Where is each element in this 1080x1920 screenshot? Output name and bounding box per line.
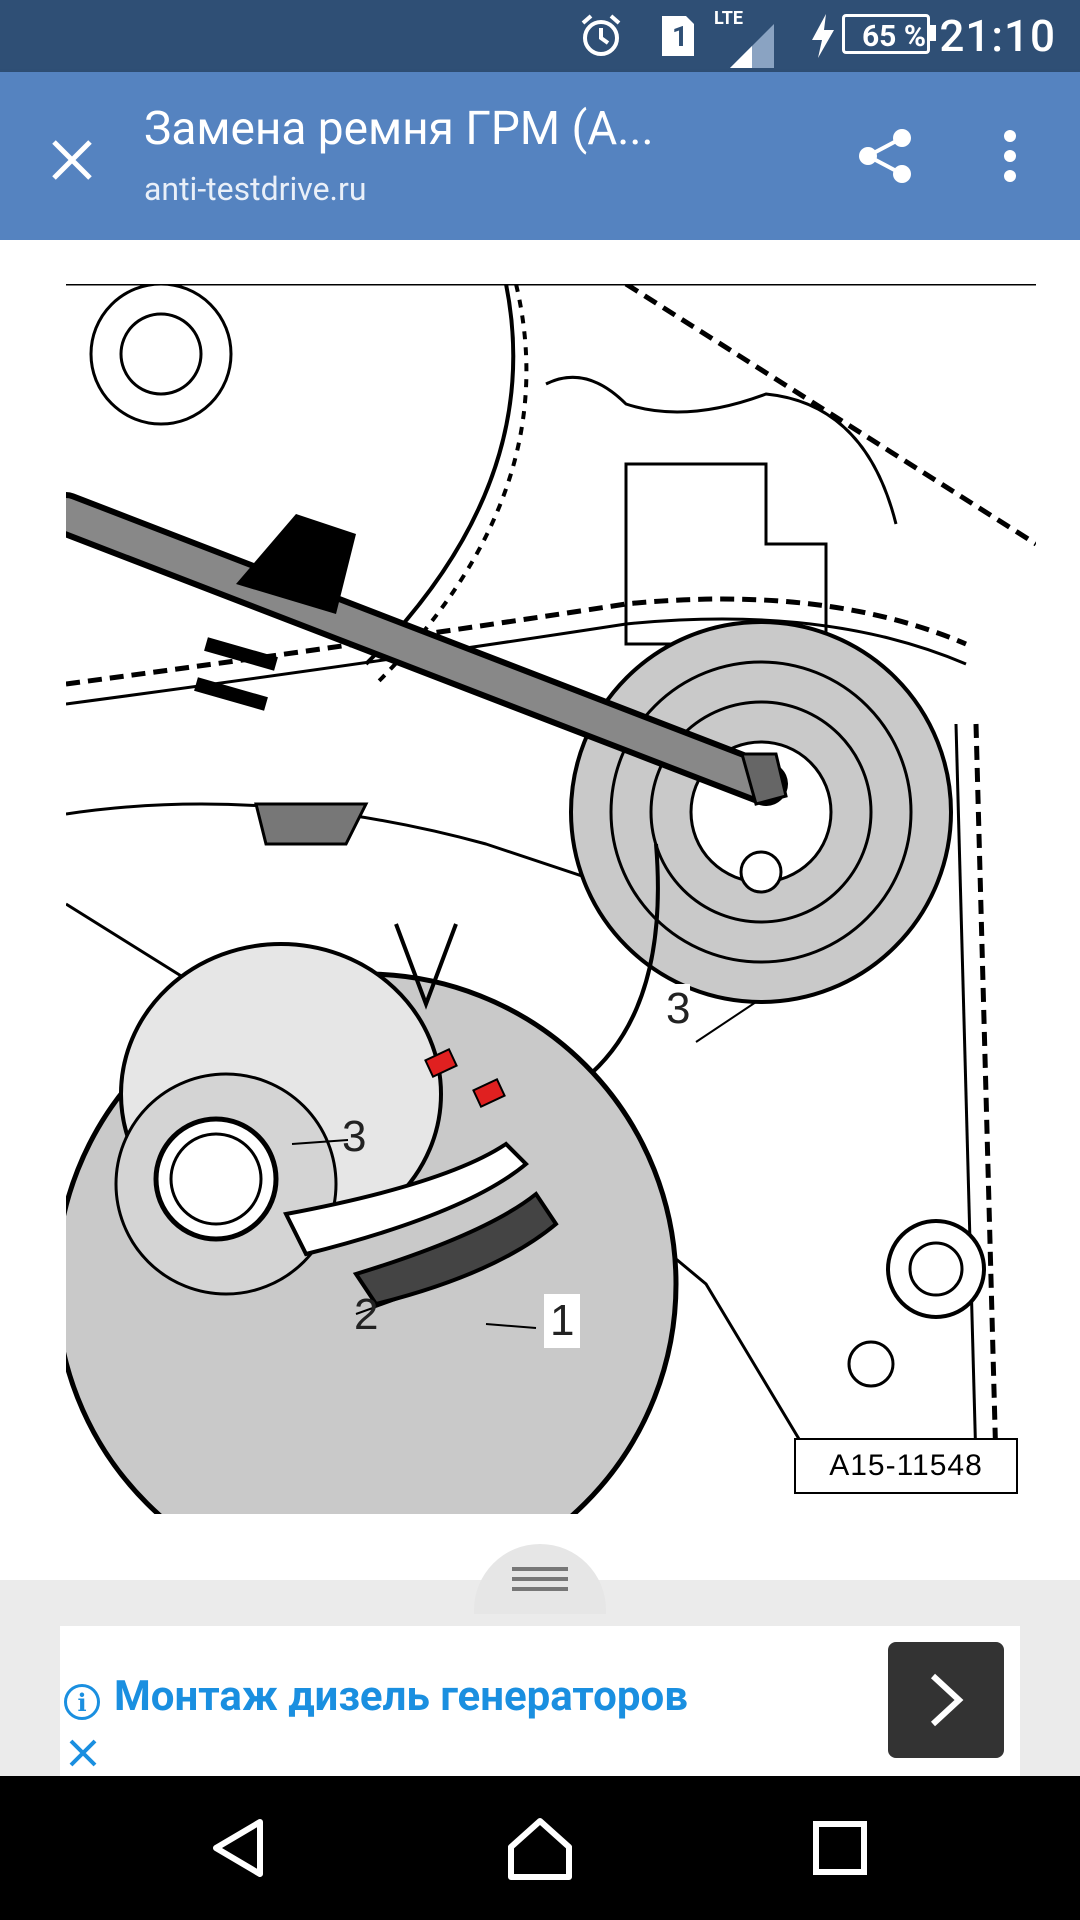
share-button[interactable] — [846, 116, 926, 196]
figure-label-3-upper: 3 — [666, 984, 691, 1034]
navigation-bar — [0, 1776, 1080, 1920]
signal-icon — [728, 8, 778, 80]
status-bar: 1 LTE 65 % 21:10 — [0, 0, 1080, 72]
home-icon — [508, 1818, 572, 1880]
sim-number: 1 — [672, 19, 689, 53]
battery-icon — [842, 14, 930, 54]
more-options-button[interactable] — [974, 116, 1046, 196]
app-bar: Замена ремня ГРМ (А... anti-testdrive.ru — [0, 72, 1080, 240]
figure-label-3-lower: 3 — [342, 1112, 367, 1161]
network-type: LTE — [714, 7, 744, 29]
share-icon — [859, 129, 911, 183]
recents-icon — [813, 1821, 867, 1875]
ad-banner[interactable] — [60, 1626, 1020, 1776]
ad-open-button[interactable] — [888, 1642, 1004, 1758]
recents-button[interactable] — [780, 1796, 900, 1900]
more-vert-icon — [1004, 130, 1016, 182]
back-button[interactable] — [180, 1796, 300, 1900]
battery-percent: 65 % — [861, 18, 926, 54]
chevron-right-icon — [930, 1673, 964, 1727]
close-icon — [52, 140, 92, 180]
close-icon — [69, 1739, 97, 1767]
figure-label-2: 2 — [354, 1290, 379, 1339]
alarm-icon — [578, 0, 624, 72]
figure-code: A15-11548 — [794, 1438, 1018, 1494]
drag-handle-icon — [512, 1567, 568, 1591]
home-button[interactable] — [480, 1796, 600, 1900]
ad-close-button[interactable] — [62, 1732, 104, 1774]
page-url: anti-testdrive.ru — [144, 170, 367, 208]
close-button[interactable] — [36, 124, 108, 196]
diagram-drawing — [44, 281, 1038, 1597]
charging-icon — [810, 0, 836, 72]
battery-nub — [930, 25, 936, 41]
ad-info-icon[interactable]: i — [64, 1684, 100, 1720]
clock: 21:10 — [939, 10, 1056, 62]
figure-label-1: 1 — [544, 1294, 581, 1348]
page-title: Замена ремня ГРМ (А... — [144, 102, 654, 156]
page-content: 3 3 2 1 A15-11548 — [0, 240, 1080, 1597]
sim-icon — [658, 0, 698, 72]
back-icon — [213, 1819, 263, 1877]
timing-belt-diagram: 3 3 2 1 — [44, 281, 1038, 1597]
ad-text[interactable]: Монтаж дизель генераторов — [114, 1672, 688, 1721]
